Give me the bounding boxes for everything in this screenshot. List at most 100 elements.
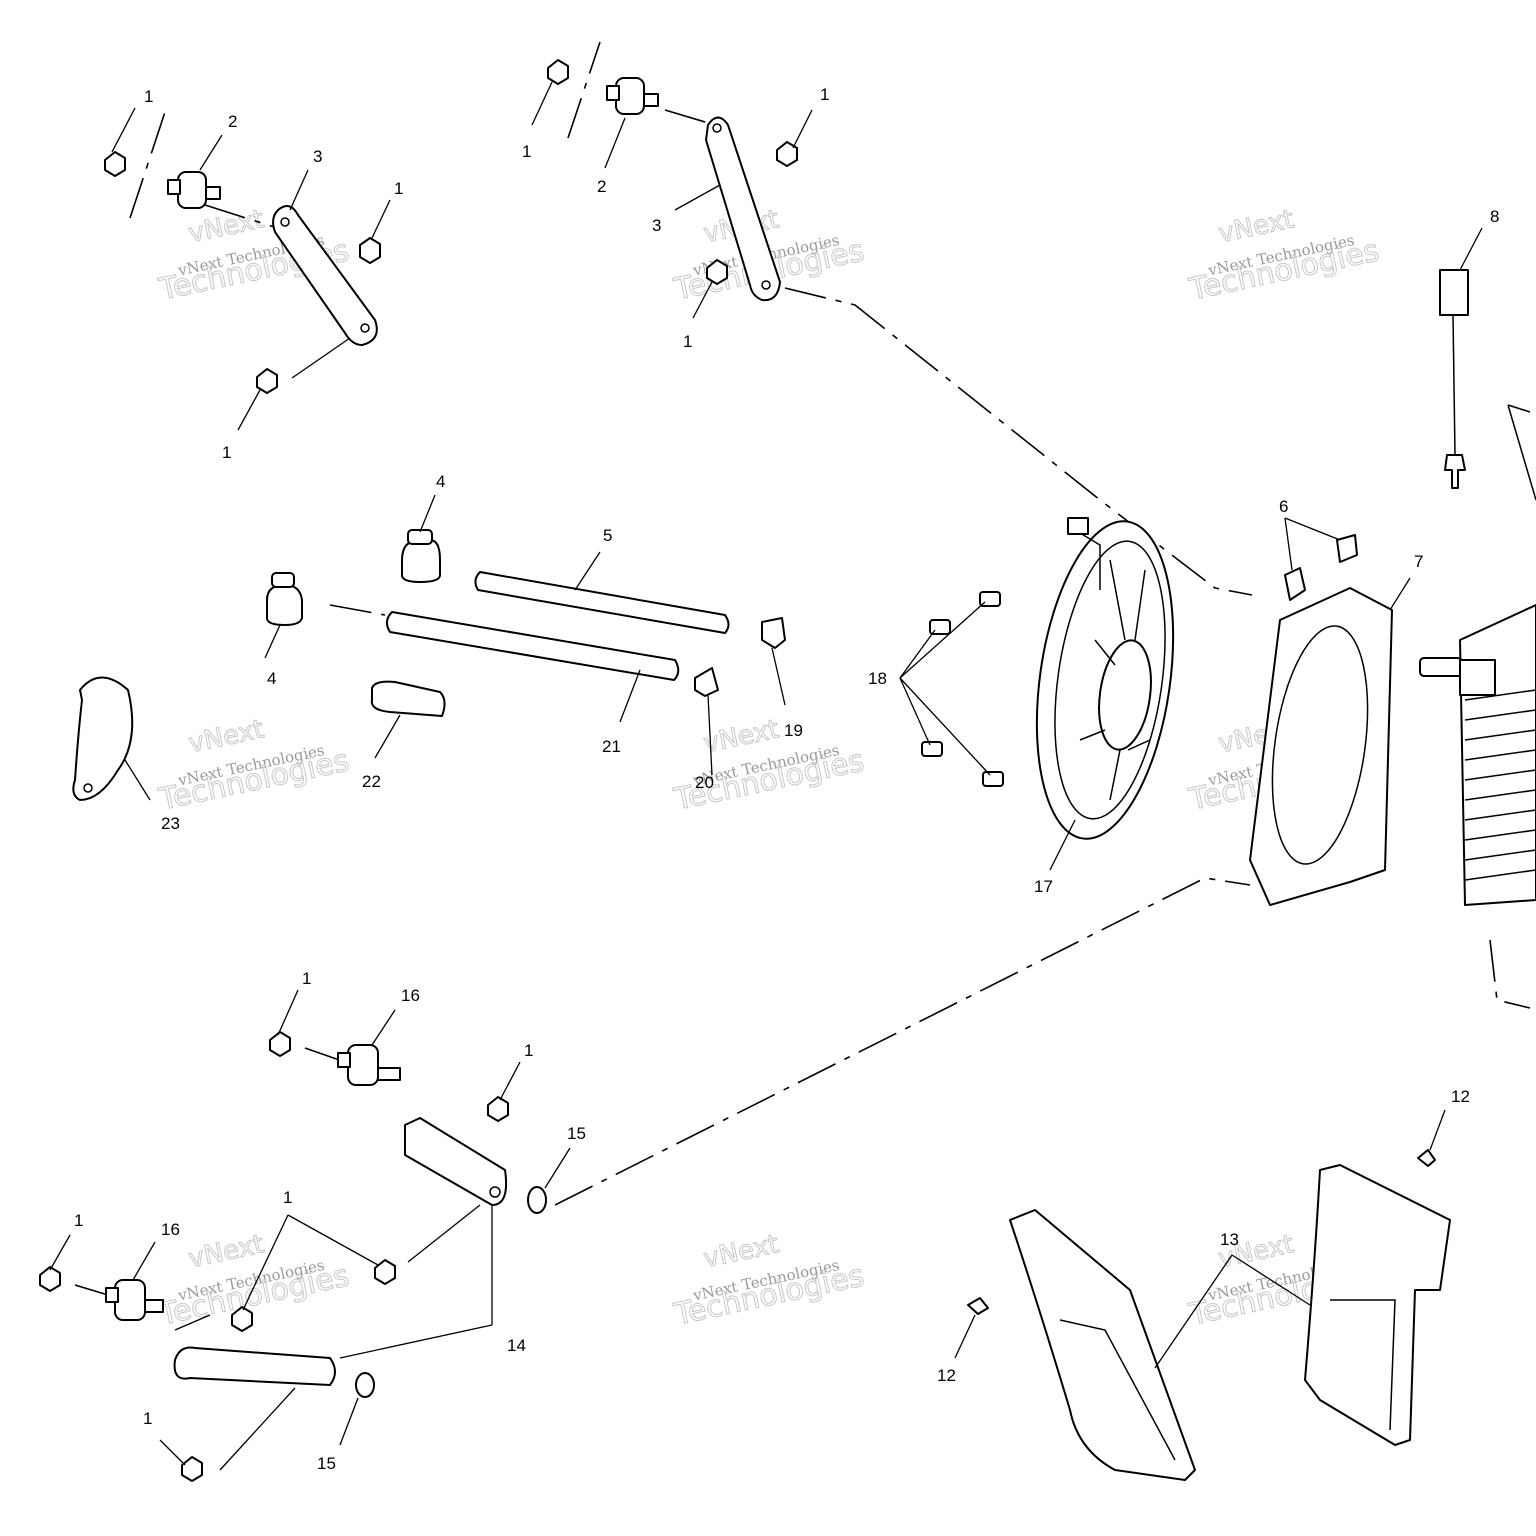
bracket-14b [173, 1346, 336, 1386]
assembly-line-b2 [74, 1284, 109, 1296]
bracket-hole-2 [360, 323, 370, 333]
radiator-inlet [1419, 657, 1463, 677]
callout-17: 17 [1034, 877, 1053, 896]
hex-nut-1j [39, 1266, 61, 1292]
watermark-3: vNext vNext Technologies Technologies [1185, 204, 1383, 309]
radiator [1419, 404, 1536, 906]
panel-right [1304, 1164, 1451, 1446]
callout-6: 6 [1279, 497, 1288, 516]
callout-5: 5 [603, 526, 612, 545]
svg-text:Technologies: Technologies [155, 1258, 352, 1333]
hex-nut-1k [231, 1306, 253, 1332]
callout-8: 8 [1490, 207, 1499, 226]
clip-20 [694, 667, 719, 697]
hex-nut-1l [181, 1456, 203, 1482]
callout-16: 16 [161, 1220, 180, 1239]
bracket-3 [272, 205, 378, 346]
rubber-mount-16 [347, 1044, 379, 1086]
svg-text:Technologies: Technologies [1185, 233, 1382, 308]
bracket-3b [705, 116, 781, 302]
bracket-hole-4 [761, 280, 771, 290]
radiator-fins [1464, 689, 1536, 881]
svg-text:Technologies: Technologies [155, 743, 352, 818]
svg-text:vNext: vNext [186, 1229, 267, 1274]
callout-18: 18 [868, 669, 887, 688]
mount-stud-6 [377, 1067, 401, 1081]
washer-15 [527, 1186, 547, 1214]
svg-text:vNext: vNext [701, 1229, 782, 1274]
hex-nut-1h [487, 1096, 509, 1122]
callout-12: 12 [1451, 1087, 1470, 1106]
fan-shroud-7 [1249, 534, 1393, 906]
mount-stud-7 [105, 1287, 119, 1303]
hex-nut-1g [269, 1031, 291, 1057]
assembly-line-radiator-top [1507, 404, 1531, 413]
panel-right-crease [1330, 1299, 1396, 1431]
callout-19: 19 [784, 721, 803, 740]
callout-1: 1 [683, 332, 692, 351]
mount-stud-3 [606, 85, 620, 101]
callout-1: 1 [143, 1409, 152, 1428]
hex-nut-1 [104, 151, 126, 177]
fan-hub [1098, 639, 1152, 751]
assembly-line-radiator-bottom [1489, 939, 1531, 1009]
callout-1: 1 [222, 443, 231, 462]
hex-nut-1d [547, 59, 569, 85]
callout-13: 13 [1220, 1230, 1239, 1249]
washer-15b [355, 1372, 375, 1398]
bracket-hole-3 [712, 123, 722, 133]
rubber-mount-16b [114, 1279, 146, 1321]
callout-12: 12 [937, 1366, 956, 1385]
hex-nut-1i [374, 1259, 396, 1285]
mount-stud [167, 179, 181, 195]
mount-bracket-upper-left [104, 151, 381, 394]
callout-1: 1 [283, 1188, 292, 1207]
hose-22 [370, 680, 446, 717]
fan-blades [1079, 559, 1151, 801]
leader-lines [49, 81, 1483, 1471]
fan-connector [1067, 517, 1089, 535]
panel-left-crease [1059, 1319, 1176, 1461]
mount-stud-5 [337, 1052, 351, 1068]
clamp-hole [83, 783, 93, 793]
shroud-opening [1271, 625, 1369, 865]
rubber-mount-2 [177, 171, 207, 209]
clamp-screw-2 [271, 572, 295, 588]
hex-nut-1b [359, 237, 381, 264]
callout-1: 1 [74, 1211, 83, 1230]
callout-22: 22 [362, 772, 381, 791]
screw-18c [921, 741, 943, 757]
assembly-line-hose [329, 604, 386, 616]
callout-2: 2 [597, 177, 606, 196]
callout-15: 15 [567, 1124, 586, 1143]
mount-stud-4 [643, 93, 659, 107]
callout-1: 1 [302, 969, 311, 988]
fan-ring [1054, 540, 1166, 820]
assembly-line-upper [784, 287, 1253, 596]
callout-1: 1 [820, 85, 829, 104]
svg-text:vNext: vNext [1216, 204, 1297, 249]
mount-stud-2 [205, 186, 221, 200]
callout-2: 2 [228, 112, 237, 131]
callout-labels: 1 2 3 1 1 1 2 3 1 1 8 4 5 6 7 4 18 19 21… [74, 85, 1499, 1473]
callout-4: 4 [436, 472, 445, 491]
assembly-line-tm-1 [567, 41, 601, 139]
hex-nut-1f [706, 259, 728, 285]
bracket-14 [404, 1117, 508, 1206]
callout-1: 1 [394, 179, 403, 198]
hose-21 [386, 611, 680, 681]
radiator-edge [1507, 404, 1536, 501]
mount-bracket-lower [39, 1031, 547, 1482]
svg-text:vNext: vNext [701, 714, 782, 759]
hose-5 [474, 571, 730, 634]
watermark-group: vNext vNext Technologies Technologies vN… [155, 204, 1383, 1334]
hose-clamp-4 [401, 539, 441, 583]
watermark-8: vNext vNext Technologies Technologies [670, 1229, 868, 1334]
sensor-probe [1444, 454, 1466, 489]
clip-6b [1336, 534, 1358, 563]
cooling-fan-17 [1035, 517, 1175, 840]
callout-3: 3 [652, 216, 661, 235]
callout-21: 21 [602, 737, 621, 756]
callout-4: 4 [267, 669, 276, 688]
